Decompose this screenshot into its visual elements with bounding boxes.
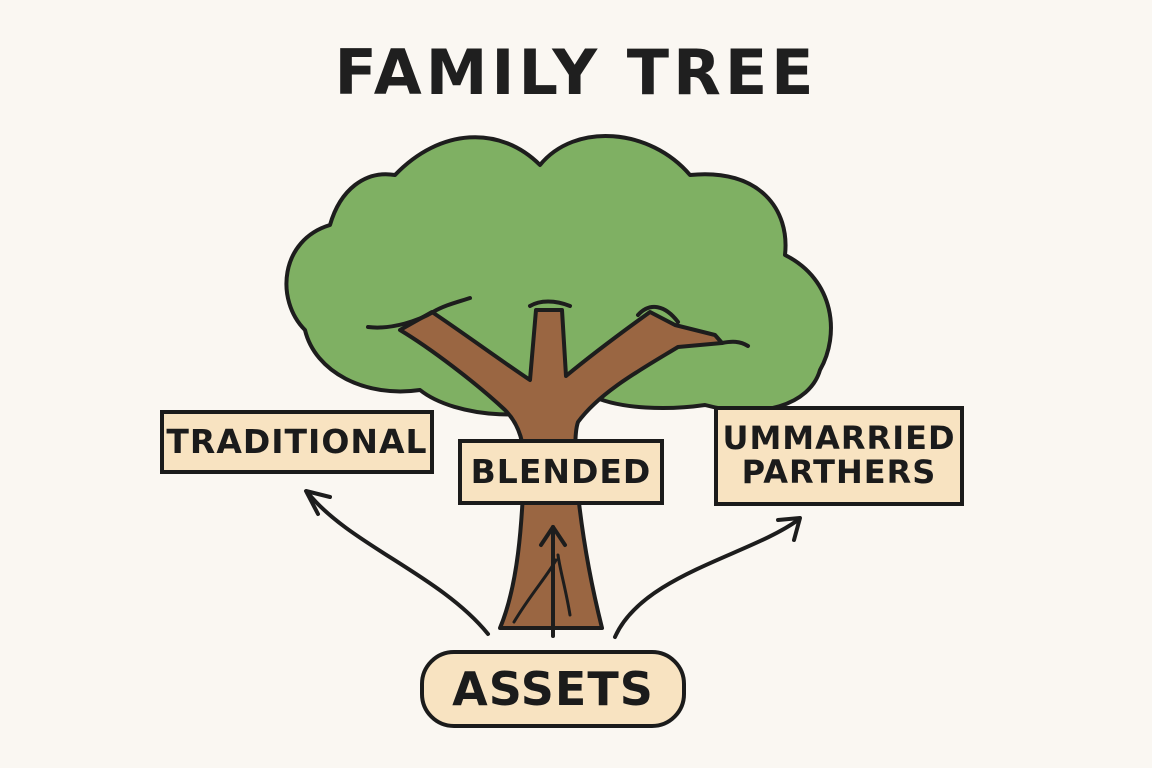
foliage-detail-left <box>366 296 472 330</box>
arrowhead-traditional <box>304 489 332 516</box>
arrowhead-unmarried <box>776 516 802 542</box>
unmarried-partners-label-box: UMMARRIED PARTHERS <box>714 406 964 506</box>
traditional-label: TRADITIONAL <box>166 421 428 461</box>
blended-label: BLENDED <box>470 451 652 491</box>
foliage-detail-right <box>636 305 750 348</box>
foliage-detail-center <box>528 299 572 308</box>
traditional-label-box: TRADITIONAL <box>160 410 434 474</box>
arrowhead-blended <box>539 525 567 547</box>
assets-label: ASSETS <box>452 661 654 716</box>
blended-label-box: BLENDED <box>458 439 664 505</box>
arrow-to-unmarried <box>613 518 800 639</box>
unmarried-label-line-1: UMMARRIED <box>722 419 956 458</box>
assets-label-box: ASSETS <box>420 650 686 728</box>
unmarried-label-line-2: PARTHERS <box>741 453 937 491</box>
arrow-to-traditional <box>306 491 490 636</box>
diagram-title: FAMILY TREE <box>334 36 818 109</box>
